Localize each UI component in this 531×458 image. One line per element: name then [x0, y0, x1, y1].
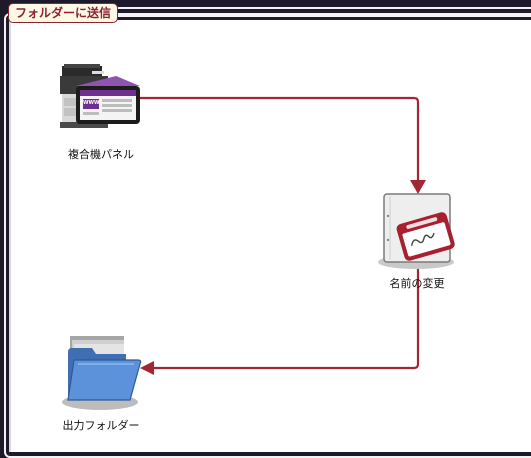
rename-document-icon: [378, 193, 455, 269]
window-title: フォルダーに送信: [8, 3, 119, 23]
connector-panel-to-rename[interactable]: [136, 96, 420, 182]
title-bar-decoration: [118, 7, 531, 17]
connector-rename-to-folder[interactable]: [152, 268, 420, 370]
mfp-panel-icon: [60, 64, 140, 128]
node-rename[interactable]: [376, 190, 460, 270]
node-label-panel: 複合機パネル: [68, 148, 134, 161]
node-label-rename: 名前の変更: [389, 277, 445, 290]
arrowhead-down: [410, 180, 426, 194]
panel-screen-text: WWW: [83, 100, 100, 106]
node-output-folder[interactable]: [60, 330, 144, 412]
folder-icon: [62, 336, 142, 410]
arrowhead-left: [140, 361, 154, 375]
node-label-folder: 出力フォルダー: [62, 419, 140, 432]
canvas-edge: [9, 20, 11, 452]
node-mfp-panel[interactable]: WWW: [58, 62, 144, 132]
